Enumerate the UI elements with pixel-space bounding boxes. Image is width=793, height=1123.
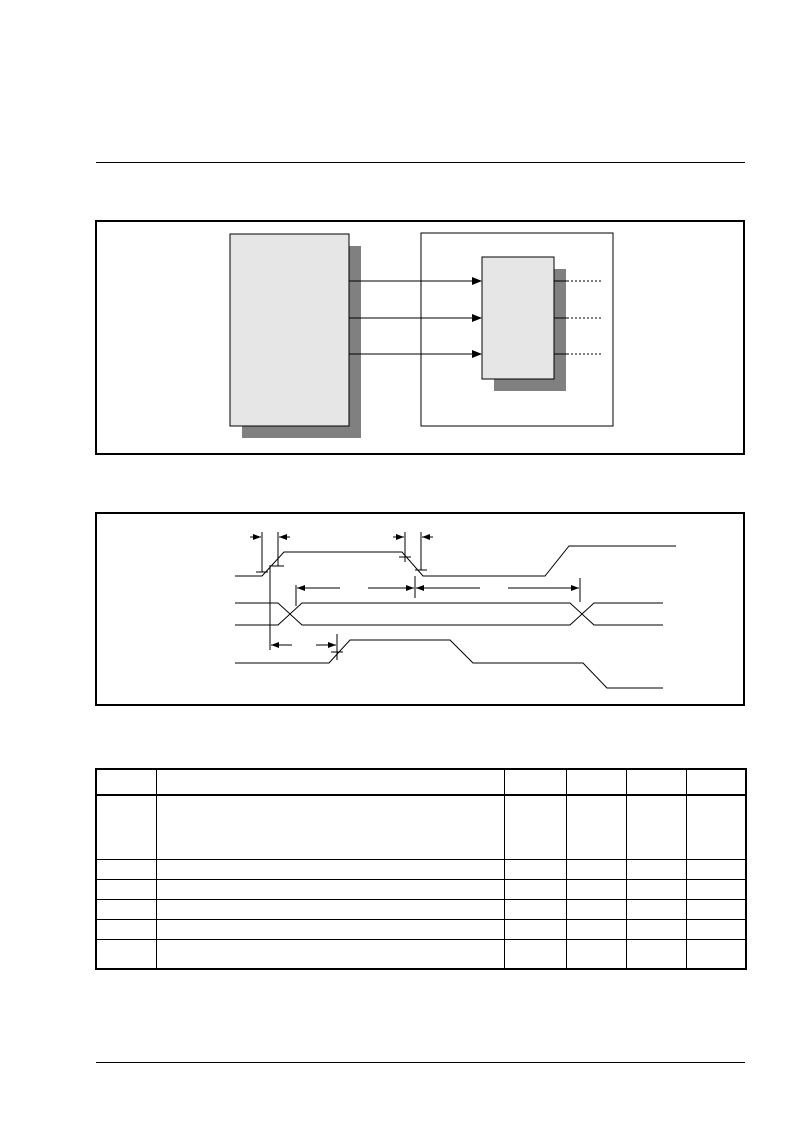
block-diagram-frame	[95, 220, 745, 455]
table-cell	[685, 794, 747, 860]
table-cell	[565, 918, 627, 940]
spec-table	[95, 768, 747, 970]
table-cell	[625, 794, 687, 860]
table-cell	[155, 918, 505, 940]
table-cell	[155, 859, 505, 880]
table-row	[95, 898, 747, 920]
table-cell	[155, 898, 505, 920]
table-row	[95, 859, 747, 880]
table-cell	[625, 898, 687, 920]
table-header-cell	[503, 768, 567, 796]
table-row	[95, 918, 747, 940]
table-cell	[625, 859, 687, 880]
table-row	[95, 794, 747, 860]
table-cell	[685, 918, 747, 940]
table-header-cell	[625, 768, 687, 796]
table-cell	[95, 938, 157, 970]
table-cell	[685, 859, 747, 880]
table-row	[95, 938, 747, 970]
table-cell	[503, 938, 567, 970]
footer-rule	[96, 1062, 745, 1063]
table-cell	[503, 794, 567, 860]
table-cell	[95, 898, 157, 920]
table-cell	[685, 938, 747, 970]
table-cell	[565, 878, 627, 900]
table-cell	[155, 878, 505, 900]
table-cell	[155, 794, 505, 860]
table-cell	[503, 878, 567, 900]
timing-diagram-frame	[95, 512, 745, 706]
table-cell	[95, 859, 157, 880]
table-cell	[95, 878, 157, 900]
table-cell	[565, 859, 627, 880]
table-cell	[625, 918, 687, 940]
table-cell	[95, 794, 157, 860]
spec-table-wrapper	[95, 768, 747, 970]
table-cell	[685, 878, 747, 900]
table-cell	[565, 938, 627, 970]
table-header-cell	[155, 768, 505, 796]
table-cell	[625, 938, 687, 970]
table-cell	[565, 794, 627, 860]
table-cell	[503, 859, 567, 880]
table-row	[95, 878, 747, 900]
table-cell	[155, 938, 505, 970]
table-header-cell	[565, 768, 627, 796]
header-rule	[96, 162, 745, 163]
table-cell	[95, 918, 157, 940]
table-header-cell	[685, 768, 747, 796]
table-header-cell	[95, 768, 157, 796]
table-cell	[503, 918, 567, 940]
table-cell	[565, 898, 627, 920]
table-cell	[625, 878, 687, 900]
table-header-row	[95, 768, 747, 796]
table-cell	[503, 898, 567, 920]
table-cell	[685, 898, 747, 920]
